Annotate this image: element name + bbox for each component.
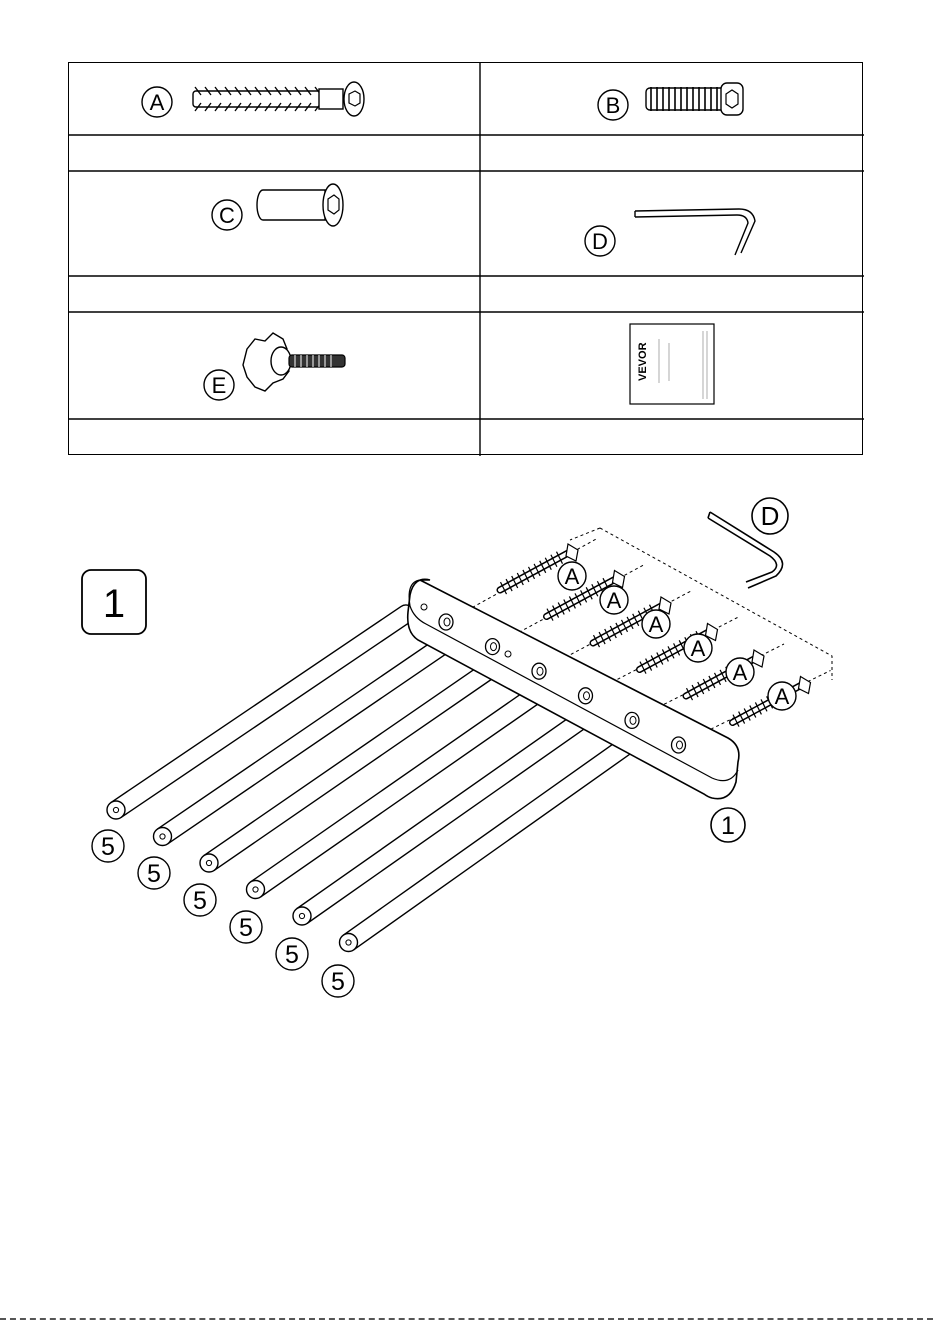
- panel-hole: [532, 663, 546, 679]
- parts-table: A B: [68, 62, 863, 455]
- rod-label: 5: [101, 833, 115, 861]
- manual-booklet-icon: VEVOR: [630, 324, 714, 404]
- rod-label: 5: [193, 887, 207, 915]
- panel-hole: [625, 712, 639, 728]
- panel-hole: [486, 639, 500, 655]
- wrench-label: D: [761, 501, 780, 531]
- rod-label: 5: [331, 968, 345, 996]
- rod: [293, 703, 601, 925]
- screw-label: A: [691, 636, 706, 661]
- panel-hole: [439, 614, 453, 630]
- rod: [154, 630, 462, 846]
- rod: [340, 728, 648, 951]
- rod: [247, 679, 555, 899]
- manual-brand: VEVOR: [637, 342, 649, 381]
- hex-bolt-icon: [646, 83, 743, 115]
- part-b-cell: B: [598, 83, 743, 120]
- part-e-label: E: [212, 373, 227, 398]
- parts-table-graphics: A B: [69, 63, 864, 456]
- rod: [200, 654, 508, 872]
- step-1-diagram: 1 D A A A A A A 1 5 5 5 5 5 5: [0, 470, 933, 1030]
- page-footer-rule: [0, 1318, 933, 1322]
- part-c-cell: C: [212, 184, 343, 230]
- part-d-cell: D: [585, 209, 755, 256]
- screw-label: A: [649, 612, 664, 637]
- anchor-screw-icon: [193, 82, 364, 116]
- screw-label: A: [733, 660, 748, 685]
- rod-label: 5: [147, 860, 161, 888]
- panel-hole: [579, 688, 593, 704]
- panel-label: 1: [721, 812, 735, 840]
- screw-label: A: [565, 564, 580, 589]
- step-number-box: 1: [82, 570, 146, 634]
- screw-label: A: [607, 588, 622, 613]
- knob-screw-icon: [243, 333, 345, 391]
- rod-label: 5: [285, 941, 299, 969]
- part-d-label: D: [592, 229, 608, 254]
- allen-key-icon: [635, 209, 755, 255]
- rod: [107, 605, 415, 819]
- rod-label: 5: [239, 914, 253, 942]
- step-number: 1: [103, 582, 125, 626]
- part-e-cell: E: [204, 333, 345, 400]
- panel-hole: [672, 737, 686, 753]
- part-c-label: C: [219, 203, 235, 228]
- part-b-label: B: [606, 93, 621, 118]
- part-a-cell: A: [142, 82, 364, 117]
- barrel-nut-icon: [257, 184, 343, 226]
- screw-label: A: [775, 684, 790, 709]
- part-a-label: A: [150, 90, 165, 115]
